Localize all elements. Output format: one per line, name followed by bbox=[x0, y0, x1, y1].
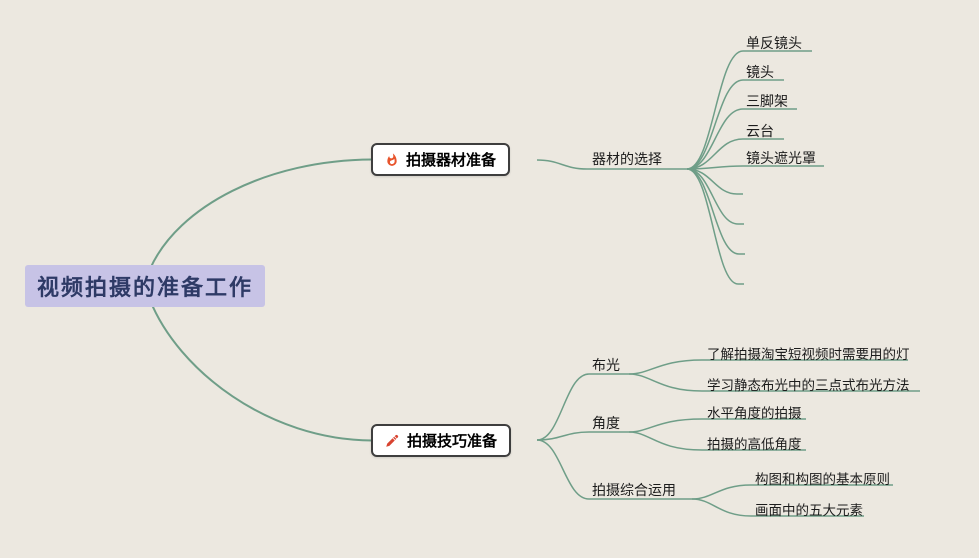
edge-empty-leaf bbox=[686, 168, 744, 285]
leaf-topic[interactable]: 三脚架 bbox=[746, 93, 788, 109]
edge-leaf bbox=[628, 373, 920, 392]
skills-branch-node[interactable]: 拍摄技巧准备 bbox=[371, 424, 512, 457]
leaf-topic[interactable]: 画面中的五大元素 bbox=[755, 503, 863, 518]
edge-leaf bbox=[691, 498, 864, 517]
leaf-topic[interactable]: 学习静态布光中的三点式布光方法 bbox=[707, 378, 910, 393]
skills-branch-label: 拍摄技巧准备 bbox=[407, 433, 498, 450]
equipment-branch-label: 拍摄器材准备 bbox=[406, 152, 497, 169]
edge-leaf bbox=[628, 359, 908, 375]
edge-leaf bbox=[628, 418, 806, 433]
edge-skills-to-lighting bbox=[536, 373, 629, 441]
edge-root-to-equipment bbox=[149, 158, 373, 270]
edge-leaf bbox=[628, 431, 806, 451]
leaf-topic[interactable]: 单反镜头 bbox=[746, 35, 802, 51]
edge-empty-leaf bbox=[686, 168, 743, 195]
flame-icon bbox=[385, 152, 399, 168]
subtopic-angle[interactable]: 角度 bbox=[592, 415, 620, 431]
subtopic-equipment-selection[interactable]: 器材的选择 bbox=[592, 151, 662, 167]
edge-leaf bbox=[686, 108, 797, 170]
root-label: 视频拍摄的准备工作 bbox=[37, 275, 254, 300]
leaf-topic[interactable]: 镜头 bbox=[746, 64, 774, 80]
dart-icon bbox=[385, 433, 400, 448]
subtopic-lighting[interactable]: 布光 bbox=[592, 357, 620, 373]
leaf-topic[interactable]: 云台 bbox=[746, 123, 774, 139]
leaf-topic[interactable]: 构图和构图的基本原则 bbox=[755, 472, 890, 487]
leaf-topic[interactable]: 水平角度的拍摄 bbox=[707, 406, 802, 421]
leaf-topic[interactable]: 镜头遮光罩 bbox=[746, 150, 816, 166]
edge-leaf bbox=[686, 50, 812, 170]
subtopic-composite[interactable]: 拍摄综合运用 bbox=[592, 482, 676, 498]
root-node[interactable]: 视频拍摄的准备工作 bbox=[25, 265, 266, 307]
edge-leaf bbox=[686, 79, 784, 170]
edge-skills-to-composite bbox=[536, 439, 692, 500]
edge-leaf bbox=[686, 138, 784, 170]
edge-empty-leaf bbox=[686, 168, 744, 225]
edge-root-to-skills bbox=[149, 299, 373, 442]
edge-equipment-to-subtopic bbox=[536, 159, 687, 170]
edge-leaf bbox=[691, 484, 893, 500]
leaf-topic[interactable]: 拍摄的高低角度 bbox=[707, 437, 802, 452]
leaf-topic[interactable]: 了解拍摄淘宝短视频时需要用的灯 bbox=[707, 347, 910, 362]
edge-skills-to-angle bbox=[536, 431, 629, 441]
equipment-branch-node[interactable]: 拍摄器材准备 bbox=[371, 143, 511, 176]
edge-leaf bbox=[686, 165, 824, 170]
